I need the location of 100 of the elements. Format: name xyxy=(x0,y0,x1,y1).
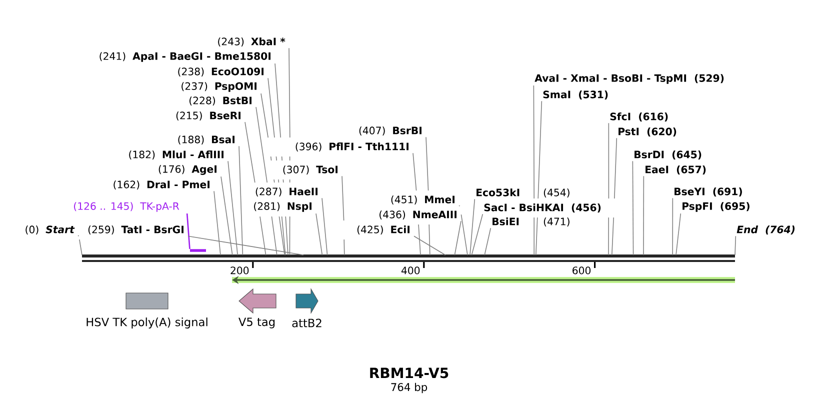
enzyme-name: Eco53kI xyxy=(476,188,520,196)
leader-line xyxy=(256,106,278,256)
leader-line xyxy=(608,122,610,256)
site-position: (237) xyxy=(182,82,208,92)
leader-line xyxy=(458,205,468,256)
title: RBM14-V5 xyxy=(370,368,448,378)
site-position: (764) xyxy=(766,226,795,235)
leader-line xyxy=(612,138,618,256)
site-position: (307) xyxy=(283,165,309,175)
leader-line xyxy=(676,213,682,256)
site-position: (281) xyxy=(254,202,280,212)
leader-line xyxy=(288,48,290,256)
enzyme-name: EciI xyxy=(391,226,410,234)
site-position: (657) xyxy=(676,165,706,175)
site-position: (396) xyxy=(296,142,322,152)
site-position: (176) xyxy=(158,165,184,174)
site-position: (454) xyxy=(544,188,570,198)
leader-line xyxy=(214,190,221,256)
site-position: (436) xyxy=(380,210,406,220)
site-position: (215) xyxy=(176,111,202,121)
leader-line xyxy=(220,176,233,256)
leader-line xyxy=(632,160,634,256)
leader-line xyxy=(536,100,542,256)
leader-line xyxy=(268,78,286,256)
leader-line xyxy=(188,236,304,256)
enzyme-name: XbaI * xyxy=(251,38,286,46)
primer-bar xyxy=(190,249,206,252)
leader-line xyxy=(643,176,644,256)
site-position: (188) xyxy=(178,135,204,145)
leader-line xyxy=(244,122,266,256)
site-position: (645) xyxy=(672,150,702,160)
enzyme-name: ApaI - BaeGI - Bme1580I xyxy=(132,52,270,62)
site-position: (691) xyxy=(713,187,742,197)
enzyme-name: BsrDI xyxy=(634,150,664,158)
site-position: (456) xyxy=(572,204,601,213)
enzyme-name: TatI - BsrGI xyxy=(121,226,184,234)
site-position: (695) xyxy=(720,202,750,212)
enzyme-name: SmaI xyxy=(543,90,570,98)
site-position: (531) xyxy=(579,90,608,100)
enzyme-name: EcoO109I xyxy=(212,68,264,76)
site-position: (407) xyxy=(359,126,385,136)
tick-label: 200 xyxy=(230,266,249,274)
tick-label: 600 xyxy=(572,266,591,274)
tick-label: 400 xyxy=(401,266,420,274)
leader-line xyxy=(533,85,534,256)
enzyme-name: AgeI xyxy=(192,165,216,175)
feature-label: V5 tag xyxy=(238,318,275,328)
caption: 764 bp xyxy=(391,382,428,394)
leader-line xyxy=(734,236,736,256)
site-position: (425) xyxy=(357,226,383,235)
site-position: (451) xyxy=(391,195,417,205)
enzyme-name: NmeAIII xyxy=(413,210,456,218)
leader-line xyxy=(322,198,328,256)
enzyme-name: NspI xyxy=(288,202,312,212)
site-position: (228) xyxy=(190,96,215,106)
enzyme-name: PspOMI xyxy=(215,82,256,92)
enzyme-name: TsoI xyxy=(316,166,338,174)
enzyme-name: MmeI xyxy=(425,196,454,204)
enzyme-name: EaeI xyxy=(646,166,668,174)
site-position: (241) xyxy=(100,52,126,62)
leader-line xyxy=(672,198,674,256)
enzyme-name: DraI - PmeI xyxy=(147,180,210,188)
primer-label: TK-pA-R xyxy=(140,202,180,212)
enzyme-name: HaeII xyxy=(290,188,318,196)
leader-line xyxy=(471,214,484,256)
leader-line xyxy=(228,160,238,256)
enzyme-name: BseYI xyxy=(674,188,704,196)
enzyme-name: BseRI xyxy=(210,112,240,120)
leader-line xyxy=(316,213,323,256)
site-position: (162) xyxy=(114,180,140,190)
site-position: (620) xyxy=(647,127,676,137)
leader-line xyxy=(414,236,446,256)
site-position: (182) xyxy=(129,150,155,160)
enzyme-name: MluI - AflIII xyxy=(162,150,224,158)
leader-line xyxy=(186,213,190,249)
site-position: (238) xyxy=(178,67,204,77)
site-position: (529) xyxy=(694,74,724,84)
enzyme-name: PstI xyxy=(618,128,639,136)
site-position: (287) xyxy=(256,187,282,197)
enzyme-name: BsaI xyxy=(212,136,234,144)
feature-label: attB2 xyxy=(292,318,322,328)
leader-line xyxy=(454,220,462,256)
enzyme-name: SfcI xyxy=(610,112,630,120)
sequence-end-label: Start xyxy=(46,226,75,234)
primer-position: (126 .. 145) xyxy=(74,202,133,212)
leader-line xyxy=(274,63,288,256)
sequence-end-label: End xyxy=(736,226,758,234)
enzyme-name: PspFI xyxy=(682,202,712,212)
leader-line xyxy=(426,136,430,256)
enzyme-name: AvaI - XmaI - BsoBI - TspMI xyxy=(534,74,686,84)
enzyme-name: SacI - BsiHKAI xyxy=(484,204,564,212)
leader-line xyxy=(484,228,492,256)
site-position: (259) xyxy=(88,225,114,235)
site-position: (616) xyxy=(639,112,668,122)
site-position: (0) xyxy=(26,225,38,235)
enzyme-name: PflFI - Tth111I xyxy=(330,142,408,150)
site-position: (471) xyxy=(544,218,570,227)
leader-line xyxy=(238,146,244,256)
enzyme-name: BsiEI xyxy=(492,218,519,226)
leader-line xyxy=(470,198,476,256)
